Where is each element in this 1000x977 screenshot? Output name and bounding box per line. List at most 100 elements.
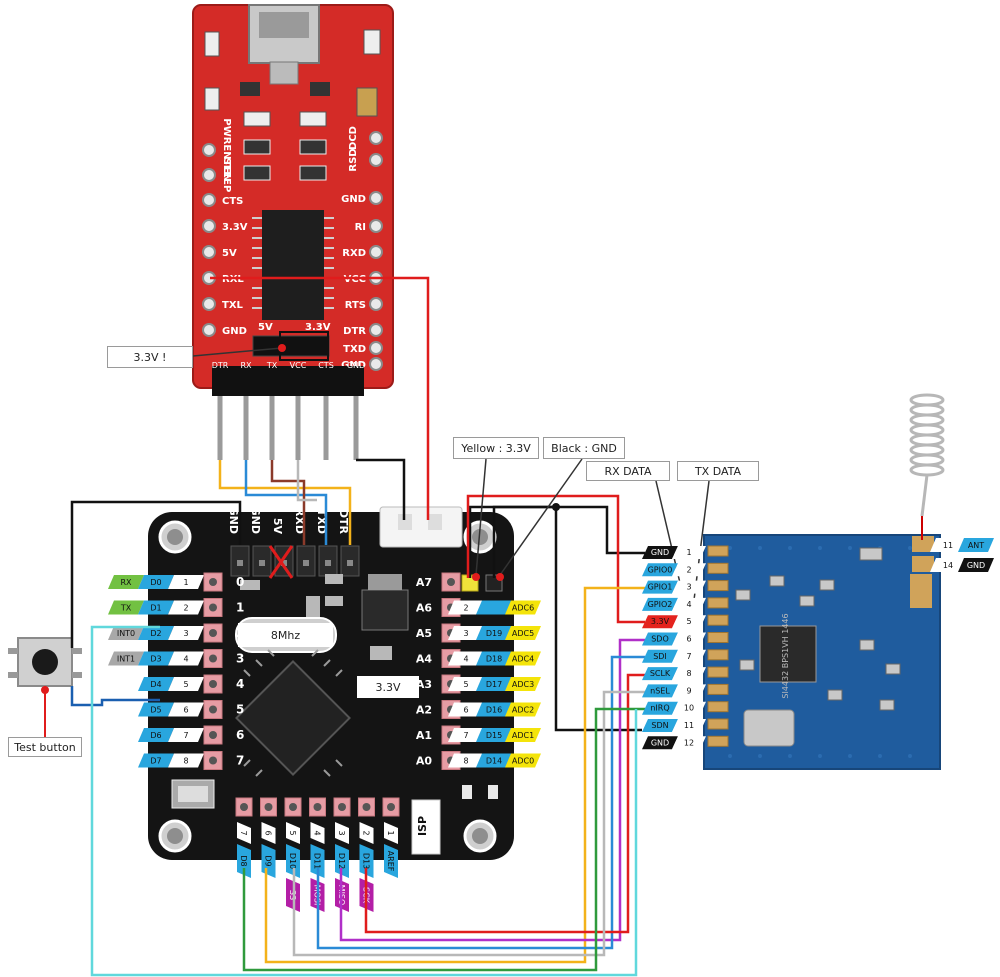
wire-gpio1-yellow <box>264 586 645 964</box>
right-func-label-tag <box>505 702 541 717</box>
right-silk-label: A2 <box>416 704 432 717</box>
left-num-label-tag <box>168 626 204 640</box>
bottom-num-label: 3 <box>337 830 346 835</box>
left-num-label-tag <box>168 702 204 717</box>
left-pin-label: D6 <box>150 731 161 740</box>
jumper-3v3-label: 3.3V <box>305 322 331 333</box>
right-silk-label: A7 <box>416 576 432 589</box>
right-num-label-tag <box>448 702 484 717</box>
right-num-label: 6 <box>463 706 468 715</box>
right-pin-label-tag <box>476 651 512 666</box>
ftdi-right-pin-label: RTS <box>345 300 366 311</box>
right-func-label: ADC6 <box>512 604 534 613</box>
radio-right-num: 11 <box>943 541 953 550</box>
ftdi-header-pin-label: CTS <box>318 361 334 370</box>
atmega-chip-icon <box>235 660 351 776</box>
radio-pin-num: 8 <box>686 669 691 678</box>
left-func-label: INT1 <box>117 655 135 664</box>
radio-pin-num-tag <box>672 632 706 646</box>
right-pin-label-tag <box>476 728 512 742</box>
top-header-label: GND <box>249 507 262 534</box>
right-silk-label: A0 <box>416 755 433 768</box>
bottom-pin-label-tag <box>335 844 349 878</box>
bottom-num-label-tag <box>261 822 276 844</box>
right-silk-label: A3 <box>416 678 432 691</box>
wire-cts-gray <box>296 460 317 502</box>
radio-pin-num: 11 <box>684 721 694 730</box>
ftdi-left-pin-label: SLEEP <box>221 158 232 193</box>
right-pin-label-tag <box>476 626 512 640</box>
right-num-label-tag <box>448 677 484 691</box>
ftdi-left-pin-label: PWRENTEN <box>221 118 232 181</box>
voltage-jumper[interactable] <box>252 335 330 357</box>
wire-button-blue <box>70 686 160 707</box>
radio-pin-num: 10 <box>684 704 694 713</box>
radio-right-num-tag <box>930 538 966 552</box>
bottom-num-label: 2 <box>362 830 371 835</box>
right-func-label: ADC4 <box>512 655 534 664</box>
ftdi-left-pin-label: RXL <box>222 274 244 285</box>
left-pin-label-tag <box>138 753 174 768</box>
left-silk-number: 0 <box>236 575 244 589</box>
wire-gnd-black <box>356 458 406 520</box>
radio-pin-num: 1 <box>686 548 691 557</box>
right-pin-label: D14 <box>486 757 502 766</box>
right-pin-label: D17 <box>486 680 502 689</box>
left-func-label-tag <box>108 651 144 666</box>
radio-pin-num-tag <box>672 684 706 698</box>
right-func-label-tag <box>505 728 541 742</box>
black-wire-label: Black : GND <box>543 437 625 459</box>
radio-pin-num-tag <box>672 667 706 681</box>
radio-pin-name-tag <box>642 719 678 732</box>
left-silk-number: 1 <box>236 601 244 615</box>
wire-sdo-purple <box>339 638 645 942</box>
left-num-label: 7 <box>183 731 188 740</box>
right-pin-label-tag <box>476 600 512 615</box>
right-num-label: 2 <box>463 604 468 613</box>
bottom-pin-label-tag <box>237 844 251 878</box>
left-silk-number: 3 <box>236 652 244 666</box>
left-func-label: RX <box>120 578 132 587</box>
left-pin-label-tag <box>138 651 174 666</box>
ftdi-header-pin-label: TX <box>266 361 278 370</box>
radio-pad <box>707 683 729 695</box>
ftdi-left-pin-label: 3.3V <box>222 222 248 233</box>
right-func-label-tag <box>505 600 541 615</box>
radio-right-num: 14 <box>943 561 953 570</box>
left-func-label: TX <box>120 604 132 613</box>
radio-pad <box>707 562 729 574</box>
bottom-pin-label: D10 <box>288 853 297 869</box>
radio-pin-name-tag <box>642 580 678 594</box>
ftdi-left-pin-label: GND <box>222 326 247 337</box>
radio-pad <box>707 701 729 713</box>
radio-pin-num-tag <box>672 736 706 750</box>
wire-3v3-red <box>466 494 645 624</box>
left-pin-label-tag <box>138 728 174 742</box>
radio-pad <box>707 545 729 557</box>
left-pin-label: D2 <box>150 629 161 638</box>
left-num-label: 6 <box>183 706 188 715</box>
right-num-label: 7 <box>463 731 468 740</box>
left-pin-label: D7 <box>150 757 161 766</box>
radio-pin-name-tag <box>642 546 678 559</box>
left-num-label-tag <box>168 753 204 768</box>
radio-pin-num: 5 <box>686 617 691 626</box>
radio-pin-num: 9 <box>686 686 691 695</box>
bottom-num-label: 5 <box>288 830 297 835</box>
left-pin-label-tag <box>138 575 174 589</box>
radio-pin-name-tag <box>642 667 678 681</box>
radio-pad <box>707 597 729 609</box>
test-push-button[interactable] <box>8 637 82 687</box>
bottom-pin-label: D8 <box>239 855 248 866</box>
radio-pad <box>707 735 729 747</box>
radio-pin-num: 12 <box>684 738 694 747</box>
rx-data-label: RX DATA <box>586 461 670 481</box>
right-num-label: 4 <box>463 655 468 664</box>
radio-pin-num-tag <box>672 701 706 715</box>
right-num-label-tag <box>448 753 484 768</box>
left-num-label-tag <box>168 575 204 589</box>
radio-pin-name: GPIO0 <box>648 565 673 574</box>
bottom-num-label-tag <box>359 822 374 844</box>
left-pin-label: D3 <box>150 655 161 664</box>
